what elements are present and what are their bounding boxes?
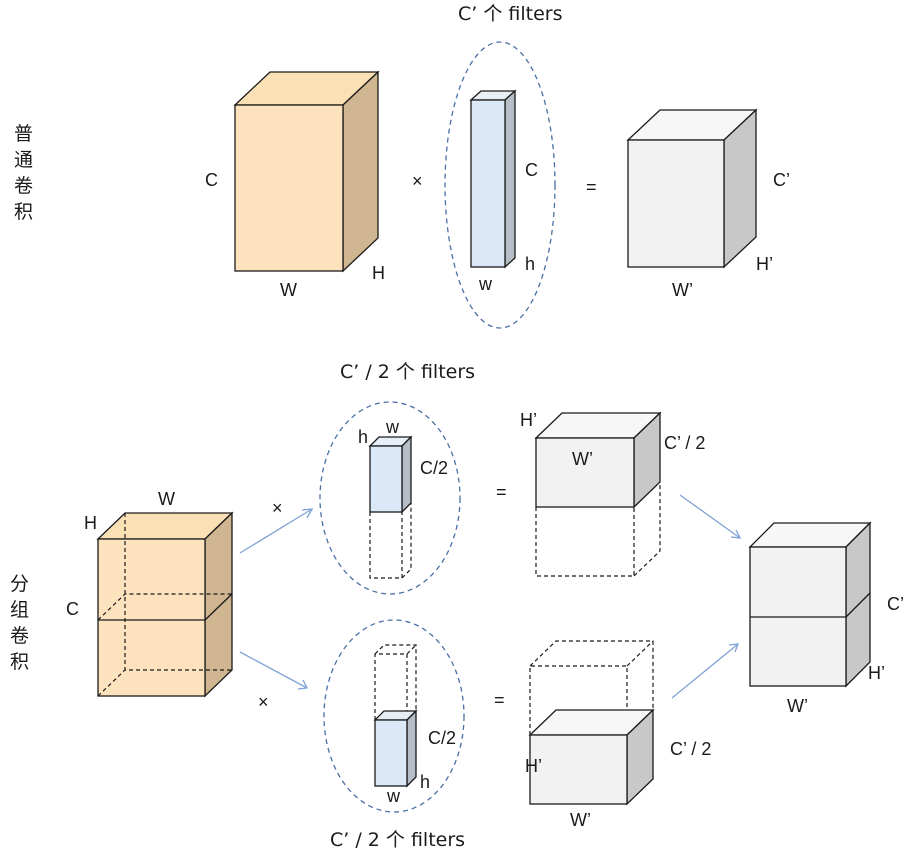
group-bottom-output-cube: [528, 640, 655, 806]
normal-filter-side-face: [504, 89, 516, 269]
group-section-label-4: 积: [10, 651, 29, 673]
group-section-label-3: 卷: [10, 625, 29, 647]
group-top-filter-bar: [368, 435, 413, 579]
group-bottom-filter-bar: [373, 644, 418, 788]
normal-output-front-face: [627, 139, 725, 268]
group-result-w-label: W’: [787, 696, 808, 716]
group-arrow-top-to-result: [679, 494, 742, 539]
group-section-label-1: 分: [10, 573, 29, 595]
normal-output-w-label: W’: [672, 280, 693, 300]
group-top-times-sign: ×: [272, 498, 283, 518]
group-input-front-face: [97, 538, 206, 697]
normal-convolution-section: 普 通 卷 积 C’ 个 filters C W H × C w h =: [14, 3, 790, 329]
group-result-cube: [748, 521, 872, 688]
group-bottom-output-c-label: C’ / 2: [670, 739, 711, 759]
normal-input-h-label: H: [372, 263, 385, 283]
group-result-h-label: H’: [868, 663, 885, 683]
normal-filter-w-label: w: [478, 274, 493, 294]
normal-section-label-1: 普: [14, 123, 33, 145]
group-bottom-equals-sign: =: [494, 690, 505, 710]
group-convolution-section: 分 组 卷 积 H W C C’ / 2 个 filters: [10, 361, 904, 851]
normal-section-label-2: 通: [14, 149, 33, 171]
group-result-split-side-line: [845, 592, 871, 618]
normal-filters-label: C’ 个 filters: [458, 3, 562, 25]
normal-section-label-4: 积: [14, 201, 33, 223]
normal-filter-bar: [469, 89, 517, 269]
group-arrow-bottom-to-result: [671, 643, 739, 699]
group-bottom-times-sign: ×: [258, 692, 269, 712]
group-top-output-dashed-side: [633, 482, 661, 577]
group-bottom-filter-h-label: h: [420, 772, 430, 792]
group-input-w-label: W: [158, 489, 175, 509]
normal-output-cube: [626, 108, 758, 269]
normal-input-w-label: W: [280, 280, 297, 300]
group-input-side-face: [204, 511, 233, 698]
group-bottom-filter-dashed-corner: [406, 644, 417, 655]
group-top-filter-side-face: [401, 435, 412, 514]
group-top-filter-c-label: C/2: [420, 458, 448, 478]
group-top-filter-front-face: [369, 445, 403, 513]
group-bottom-filter-c-label: C/2: [428, 728, 456, 748]
group-section-label-2: 组: [10, 599, 29, 621]
group-bottom-filter-w-label: w: [386, 786, 401, 806]
group-bottom-output-dashed-top: [529, 640, 654, 710]
group-bottom-filters-label: C’ / 2 个 filters: [330, 829, 465, 851]
normal-filter-c-label: C: [525, 160, 538, 180]
normal-filter-front-face: [470, 99, 506, 268]
group-top-filters-label: C’ / 2 个 filters: [340, 361, 475, 383]
group-input-cube: [96, 511, 234, 698]
group-top-filter-h-label: h: [358, 427, 368, 447]
group-bottom-filter-dashed-top: [374, 644, 417, 711]
normal-equals-sign: =: [586, 177, 597, 197]
group-input-split-side-line: [204, 593, 233, 621]
normal-input-cube: [233, 70, 380, 273]
group-top-filter-dashed-side: [401, 503, 412, 579]
group-bottom-output-h-label: H’: [525, 756, 542, 776]
group-result-c-label: C’: [887, 594, 904, 614]
normal-output-h-label: H’: [756, 254, 773, 274]
group-bottom-filter-ellipse: [323, 619, 465, 813]
group-top-output-w-label: W’: [572, 449, 593, 469]
normal-section-label-3: 卷: [14, 175, 33, 197]
normal-filter-h-label: h: [525, 254, 535, 274]
normal-input-c-label: C: [205, 170, 218, 190]
group-bottom-filter-side-face: [406, 709, 417, 788]
group-bottom-output-front-face: [529, 734, 628, 805]
normal-filter-ellipse: [444, 41, 556, 329]
normal-input-side-face: [342, 70, 379, 273]
normal-input-front-face: [234, 104, 344, 272]
group-bottom-filter-front-face: [374, 719, 408, 787]
group-top-output-h-label: H’: [520, 410, 537, 430]
group-top-filter-w-label: w: [385, 417, 400, 437]
group-input-h-label: H: [84, 513, 97, 533]
group-input-hidden-split: [97, 593, 232, 621]
group-bottom-output-w-label: W’: [570, 810, 591, 830]
normal-output-c-label: C’: [773, 170, 790, 190]
group-top-filter-ellipse: [319, 401, 461, 595]
group-top-output-cube: [534, 411, 662, 577]
group-top-filter-dashed-front: [369, 512, 403, 579]
group-input-hidden-corner: [97, 669, 126, 697]
group-top-output-front-face: [535, 437, 635, 508]
group-arrow-input-bottom: [239, 651, 308, 690]
group-top-output-dashed-front: [535, 507, 635, 577]
normal-times-sign: ×: [412, 171, 423, 191]
group-top-output-c-label: C’ / 2: [664, 433, 705, 453]
group-input-c-label: C: [66, 599, 79, 619]
group-top-equals-sign: =: [496, 482, 507, 502]
group-bottom-output-dashed-corner: [626, 640, 654, 667]
group-arrow-input-top: [239, 508, 314, 554]
group-bottom-filter-dashed-front: [374, 653, 408, 720]
